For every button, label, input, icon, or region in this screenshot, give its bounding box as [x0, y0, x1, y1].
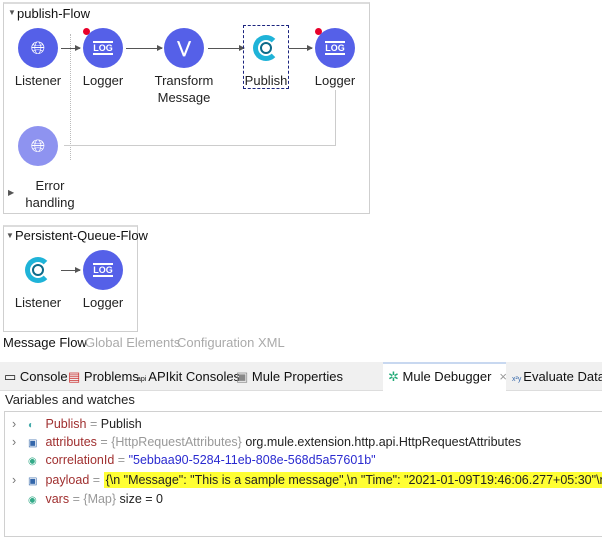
primitive-icon: ◉: [28, 495, 37, 506]
chevron-right-icon[interactable]: ›: [12, 473, 17, 487]
node-label: Logger: [82, 295, 124, 310]
listener-node[interactable]: 🌐︎: [18, 28, 58, 68]
primitive-icon: ◉: [28, 456, 37, 467]
node-label: Logger: [314, 73, 356, 88]
tab-mule-properties[interactable]: ▣ Mule Properties: [236, 369, 343, 384]
variable-row-correlationid[interactable]: ◉ correlationId = "5ebbaa90-5284-11eb-80…: [12, 451, 376, 469]
variables-title: Variables and watches: [5, 392, 135, 407]
chevron-right-icon[interactable]: ›: [12, 417, 17, 431]
node-label: Logger: [82, 73, 124, 88]
tab-evaluate-dataweave[interactable]: x²y Evaluate DataW: [512, 369, 602, 384]
error-label: handling: [25, 195, 75, 210]
publish-node[interactable]: [246, 28, 286, 68]
logger-icon: LOG: [93, 263, 113, 277]
tab-global-elements[interactable]: Global Elements: [85, 335, 181, 350]
tab-console[interactable]: ▭ Console: [4, 369, 68, 384]
properties-icon: ▣: [236, 369, 252, 384]
selected-node-frame[interactable]: [243, 25, 289, 89]
collapse-icon[interactable]: ▼: [8, 8, 16, 17]
object-icon: ▣: [28, 476, 38, 487]
tab-apikit-consoles[interactable]: api APIkit Consoles: [137, 369, 241, 384]
collapse-icon[interactable]: ▼: [6, 231, 14, 240]
tab-message-flow[interactable]: Message Flow: [3, 335, 87, 350]
tab-mule-debugger[interactable]: ✲ Mule Debugger×: [388, 369, 507, 384]
tab-problems[interactable]: ▤ Problems: [68, 369, 139, 384]
transform-icon: ⋁: [177, 40, 191, 57]
logger-node[interactable]: LOG: [83, 250, 123, 290]
vm-publish-icon: ◐: [28, 420, 35, 431]
variable-row-payload[interactable]: ›▣ payload = {\n "Message": "This is a s…: [12, 471, 602, 489]
payload-value: {\n "Message": "This is a sample message…: [103, 472, 602, 488]
expand-icon[interactable]: ▶: [8, 188, 15, 197]
tab-configuration-xml[interactable]: Configuration XML: [177, 335, 285, 350]
variable-row-vars[interactable]: ◉ vars = {Map} size = 0: [12, 490, 163, 508]
logger-icon: LOG: [325, 41, 345, 55]
node-label: Listener: [14, 73, 62, 88]
object-icon: ▣: [28, 438, 38, 449]
error-label: Error: [35, 178, 65, 193]
vm-listener-node[interactable]: [18, 250, 58, 290]
console-icon: ▭: [4, 369, 20, 384]
globe-icon: 🌐︎: [30, 135, 46, 156]
api-icon: api: [137, 376, 149, 383]
breakpoint-icon: [315, 28, 322, 35]
arrow: [208, 45, 245, 51]
close-icon[interactable]: ×: [499, 369, 507, 384]
vm-listener-icon: [25, 257, 51, 283]
variable-row-publish[interactable]: ›◐ Publish = Publish: [12, 415, 142, 433]
flow-title: Persistent-Queue-Flow: [15, 228, 148, 243]
flow-title: publish-Flow: [17, 6, 90, 21]
node-label: Listener: [14, 295, 62, 310]
arrow: [289, 45, 313, 51]
node-label: Publish: [244, 73, 288, 88]
arrow: [61, 45, 81, 51]
chevron-right-icon[interactable]: ›: [12, 435, 17, 449]
active-tab-bg: [383, 362, 506, 393]
logger-node[interactable]: LOG: [83, 28, 123, 68]
variable-row-attributes[interactable]: ›▣ attributes = {HttpRequestAttributes} …: [12, 433, 521, 451]
node-label: Transform Message: [154, 73, 214, 105]
flow-divider: [70, 34, 71, 160]
transform-node[interactable]: ⋁: [164, 28, 204, 68]
vm-publish-icon: [253, 35, 279, 61]
problems-icon: ▤: [68, 369, 84, 384]
evaluate-icon: x²y: [512, 376, 524, 383]
logger-icon: LOG: [93, 41, 113, 55]
arrow: [61, 267, 81, 273]
logger-node[interactable]: LOG: [315, 28, 355, 68]
error-handling-node[interactable]: 🌐︎: [18, 126, 58, 166]
globe-icon: 🌐︎: [30, 37, 46, 58]
debugger-icon: ✲: [388, 369, 403, 384]
breakpoint-icon: [83, 28, 90, 35]
arrow: [126, 45, 163, 51]
return-line: [64, 90, 336, 146]
